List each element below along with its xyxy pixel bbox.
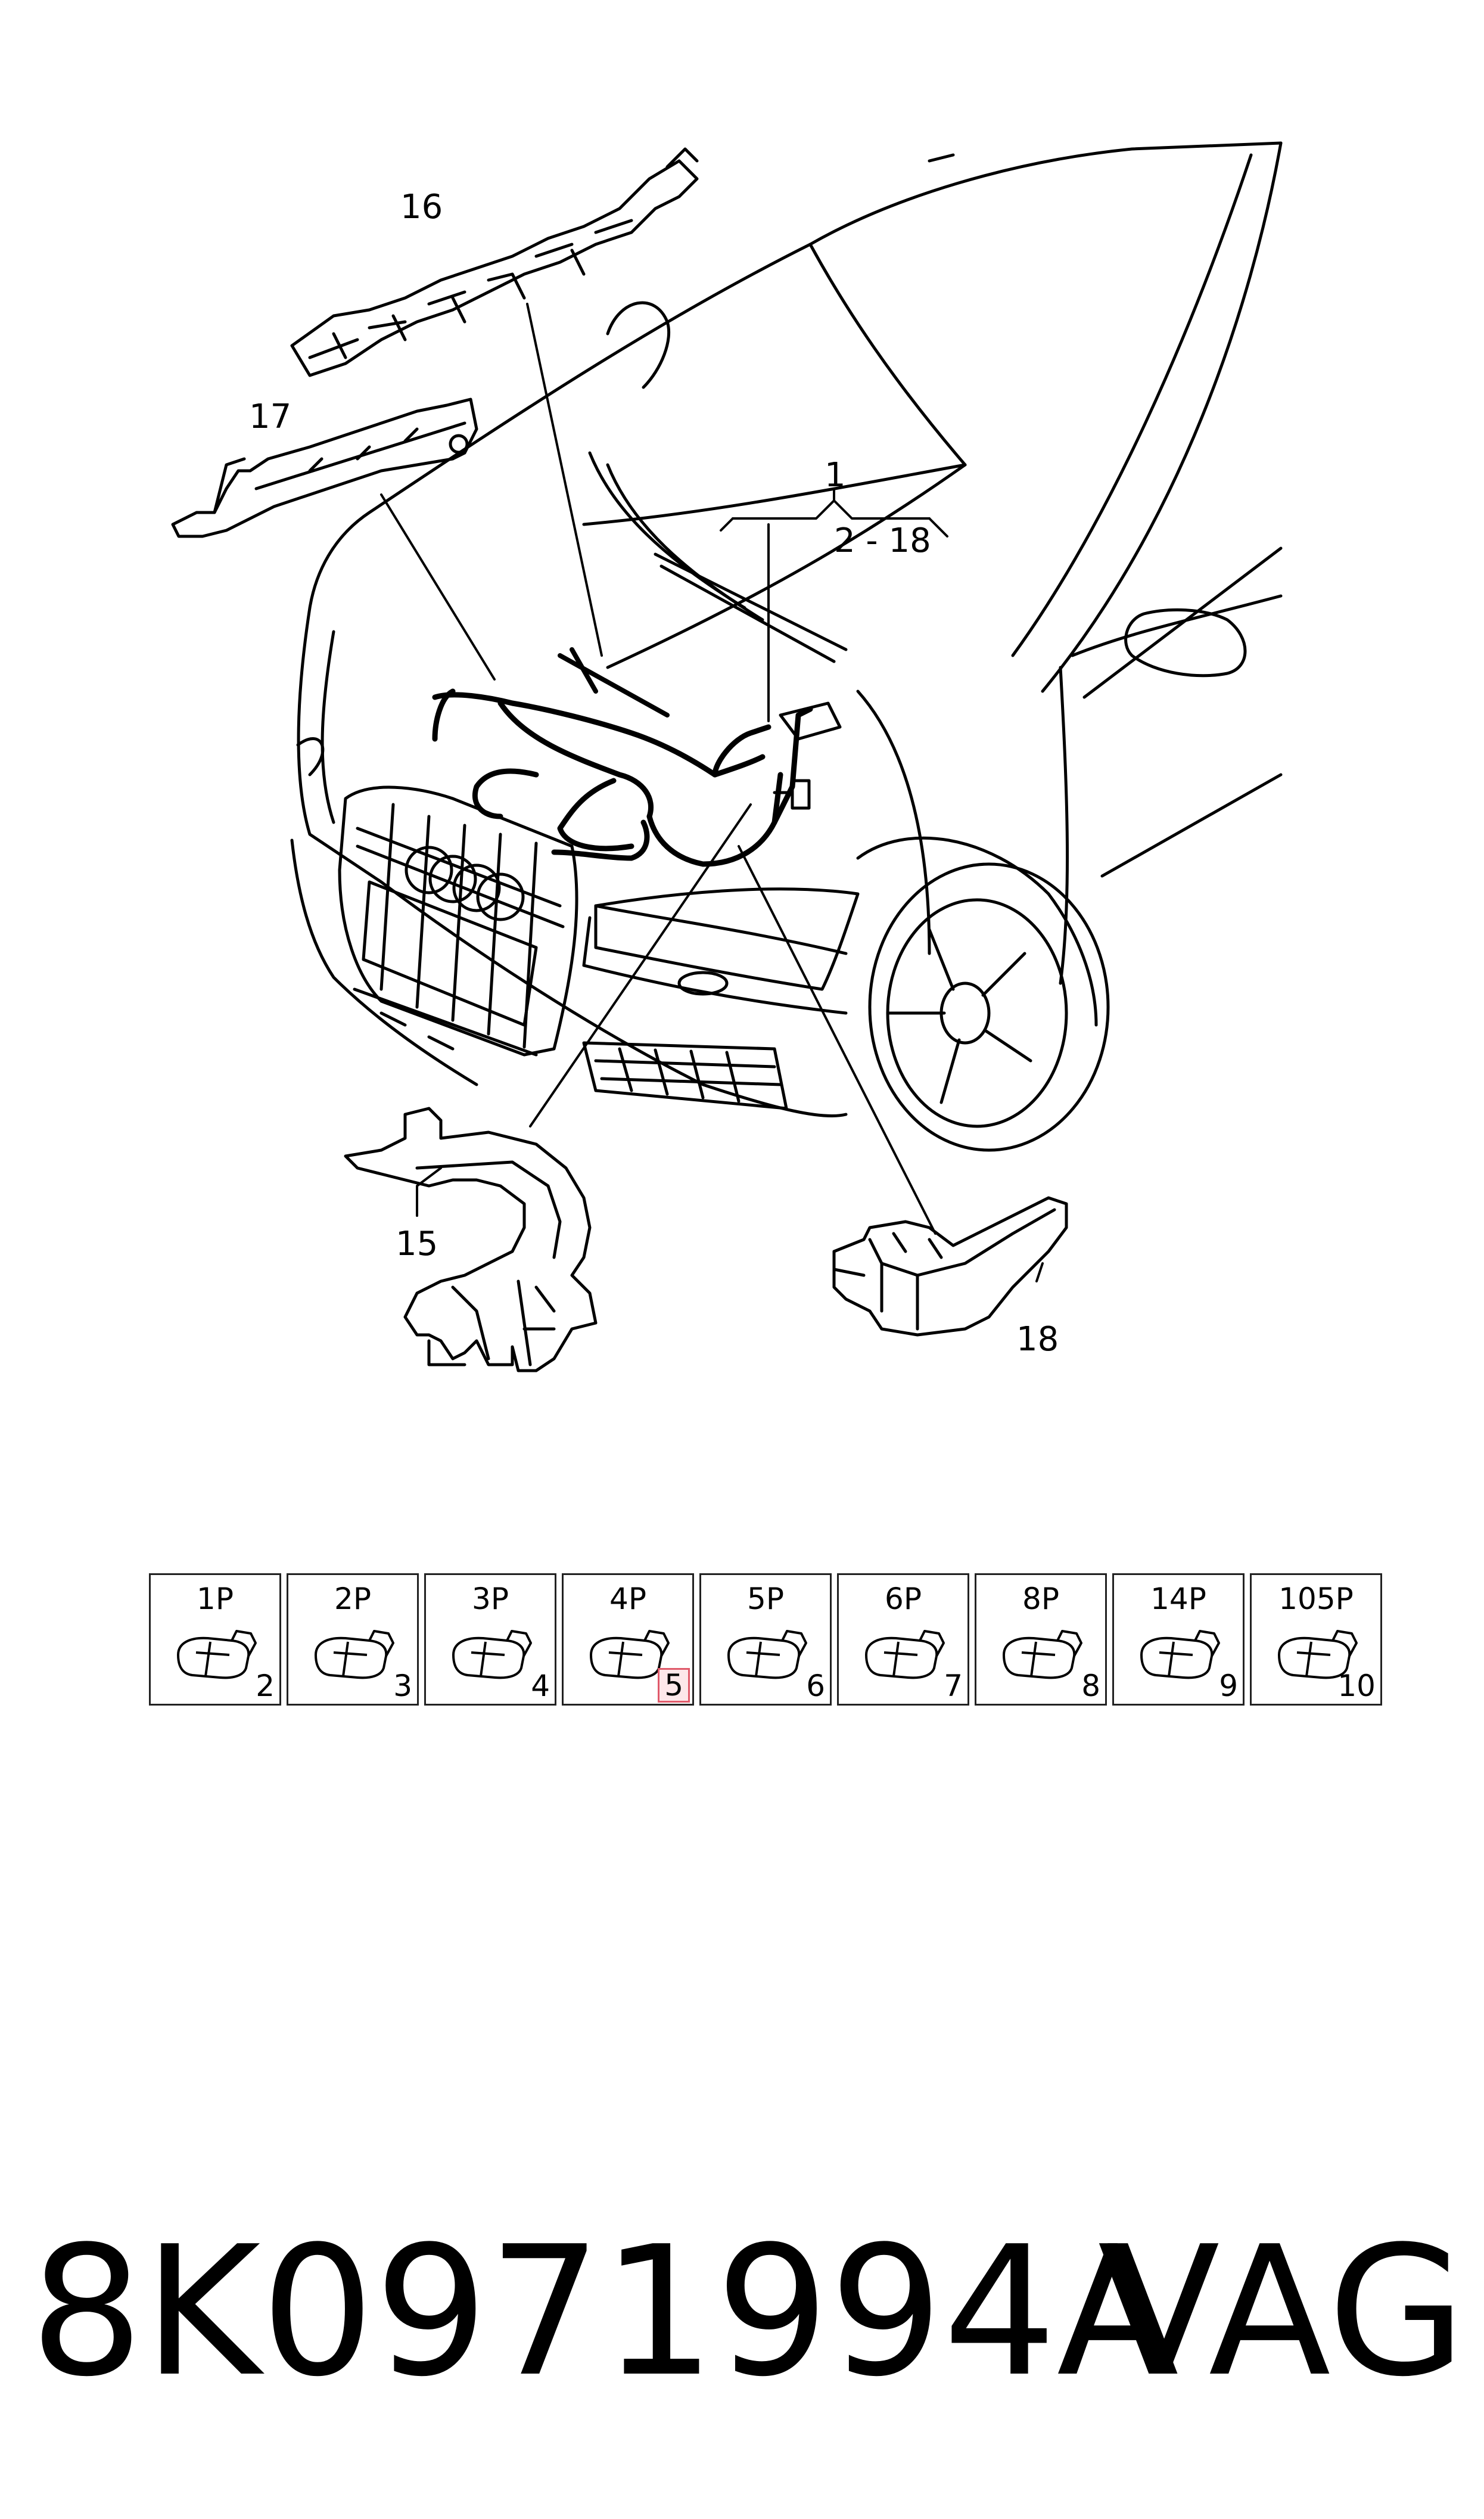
parts-diagram (171, 141, 1283, 1372)
callout-18: 18 (1016, 1320, 1059, 1359)
connector-pin-label: 8P (1022, 1582, 1059, 1616)
callout-1: 1 (825, 456, 846, 495)
connector-cell: 8P 8 (975, 1573, 1107, 1706)
brand-name: VAG (1097, 2208, 1466, 2416)
connector-cell: 14P 9 (1112, 1573, 1245, 1706)
connector-plug-icon (315, 1630, 394, 1679)
connector-index: 6 (806, 1669, 825, 1703)
connector-index: 2 (256, 1669, 275, 1703)
part-17-bracket (171, 397, 478, 538)
connector-index: 10 (1337, 1669, 1376, 1703)
callout-2-18: 2 - 18 (834, 521, 931, 560)
connector-cell-selected: 4P 5 (562, 1573, 694, 1706)
harness-connector-b (791, 779, 811, 810)
connector-pin-label: 3P (472, 1582, 509, 1616)
connector-pin-label: 4P (609, 1582, 646, 1616)
connector-cell: 2P 3 (287, 1573, 419, 1706)
leader-lines (380, 303, 1044, 1282)
connector-legend: 1P 2 2P 3 3P (149, 1573, 1382, 1708)
connector-cell: 1P 2 (149, 1573, 281, 1706)
connector-index-highlighted: 5 (658, 1668, 690, 1703)
connector-pin-label: 14P (1150, 1582, 1206, 1616)
connector-plug-icon (590, 1630, 670, 1679)
connector-plug-icon (865, 1630, 945, 1679)
connector-pin-label: 5P (747, 1582, 784, 1616)
connector-index: 7 (944, 1669, 963, 1703)
part-number: 8K0971994A (30, 2208, 1179, 2416)
connector-pin-label: 1P (197, 1582, 234, 1616)
connector-plug-icon (177, 1630, 257, 1679)
connector-plug-icon (727, 1630, 807, 1679)
harness-connector-a (779, 701, 842, 741)
connector-pin-label: 6P (885, 1582, 922, 1616)
connector-plug-icon (452, 1630, 532, 1679)
part-16-duct (290, 147, 699, 377)
connector-index: 8 (1081, 1669, 1100, 1703)
connector-index: 4 (531, 1669, 550, 1703)
callout-17: 17 (249, 397, 292, 436)
connector-cell: 3P 4 (424, 1573, 556, 1706)
harness-wiring (432, 688, 813, 867)
connector-plug-icon (1278, 1630, 1358, 1679)
connector-cell: 5P 6 (699, 1573, 832, 1706)
connector-index: 3 (393, 1669, 412, 1703)
callout-16: 16 (400, 188, 443, 226)
harness-branch (558, 647, 670, 718)
connector-index: 9 (1219, 1669, 1238, 1703)
connector-plug-icon (1140, 1630, 1220, 1679)
connector-pin-label: 2P (334, 1582, 371, 1616)
callout-15: 15 (396, 1225, 438, 1263)
connector-cell: 105P 10 (1250, 1573, 1382, 1706)
connector-plug-icon (1003, 1630, 1082, 1679)
connector-cell: 6P 7 (837, 1573, 969, 1706)
car-body-outline (290, 141, 1283, 1152)
part-15-duct (344, 1107, 598, 1372)
connector-pin-label: 105P (1278, 1582, 1354, 1616)
part-18-cover (832, 1196, 1068, 1337)
